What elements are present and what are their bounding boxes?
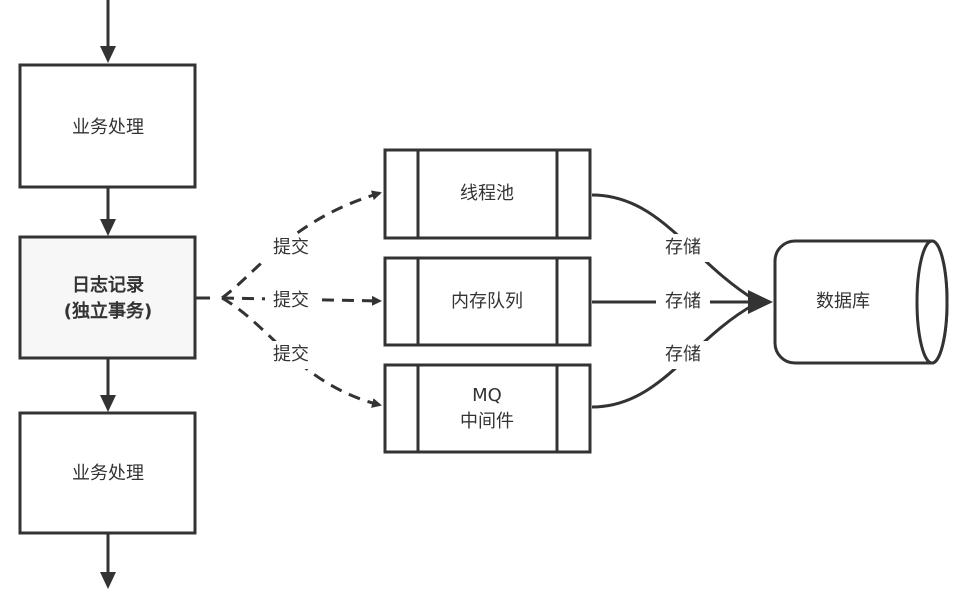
database-cylinder: 数据库: [773, 239, 949, 365]
submit-label: 提交: [273, 290, 309, 311]
store-label: 存储: [665, 291, 701, 312]
arrow-head: [100, 572, 116, 589]
box-label: (独立事务): [64, 300, 152, 322]
memory-queue-box: 内存队列: [383, 256, 592, 347]
box-label: 内存队列: [451, 291, 523, 312]
box-label: MQ: [472, 385, 502, 406]
mq-middleware-box: MQ 中间件: [383, 363, 592, 454]
log-record-box: 日志记录 (独立事务): [18, 235, 197, 360]
box-label: 业务处理: [72, 117, 144, 138]
submit-label: 提交: [273, 344, 309, 365]
submit-edges: 提交 提交 提交: [195, 190, 382, 408]
store-edges: 存储 存储 存储: [591, 193, 773, 409]
flow-arrows: [100, 0, 116, 589]
arrow-head: [748, 290, 773, 314]
box-label: 业务处理: [72, 463, 144, 484]
store-edge-thread-pool: [591, 193, 756, 302]
database-label: 数据库: [816, 291, 870, 312]
thread-pool-box: 线程池: [383, 148, 592, 240]
business-process-box-top: 业务处理: [18, 63, 197, 189]
store-label: 存储: [665, 237, 701, 258]
submit-label: 提交: [273, 237, 309, 258]
box-label: 中间件: [460, 411, 514, 432]
box-label: 线程池: [460, 183, 514, 204]
arrow-head: [100, 219, 116, 236]
submit-edge-memory-queue: [221, 295, 382, 306]
arrow-head: [100, 46, 116, 63]
box-label: 日志记录: [72, 274, 144, 296]
arrow-head: [100, 395, 116, 412]
business-process-box-bottom: 业务处理: [18, 411, 197, 535]
store-label: 存储: [665, 344, 701, 365]
